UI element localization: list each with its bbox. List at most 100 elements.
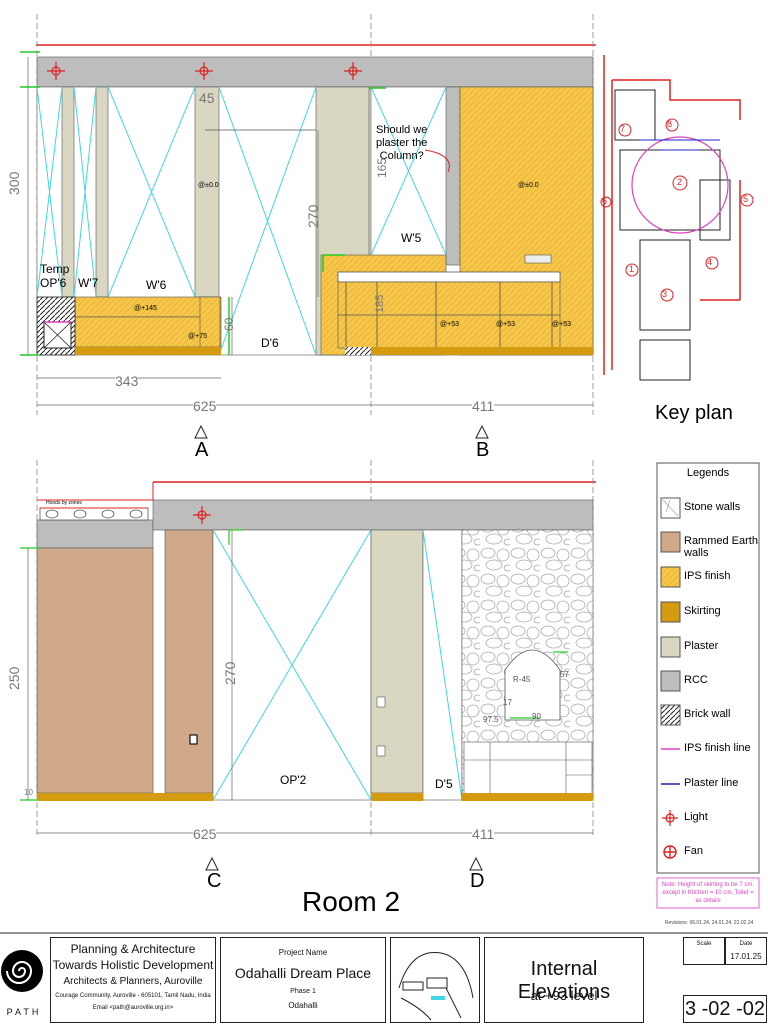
label-hoods: Hoods by zones: [46, 500, 82, 506]
note-plaster-column: Should we plaster the Column?: [376, 124, 428, 162]
legend-item-label: Fan: [684, 845, 703, 857]
legend-item-label: Plaster line: [684, 777, 739, 789]
legend-item-label: Plaster: [684, 640, 719, 652]
legend-item-label: IPS finish: [684, 570, 731, 582]
marker-a: A: [195, 439, 209, 461]
site-section-icon: [398, 951, 474, 1021]
elevation-top: [20, 14, 596, 415]
project-location: Odahalli: [288, 1001, 318, 1010]
project-label: Project Name: [278, 948, 328, 957]
label-w5: W'5: [401, 231, 422, 245]
dim-625: 625: [193, 826, 217, 842]
dim-45: 45: [199, 90, 215, 106]
project-phase: Phase 1: [290, 988, 316, 995]
project-name: Odahalli Dream Place: [234, 965, 372, 981]
date-cell: Date 17.01.25: [725, 937, 767, 965]
org-line3: Architects & Planners, Auroville: [63, 976, 203, 987]
project-block: Project Name Odahalli Dream Place Phase …: [220, 937, 386, 1023]
label-temp-op6: Temp OP'6: [40, 262, 70, 290]
spiral-logo-icon: [1, 950, 43, 992]
label-r45: R-45: [513, 675, 531, 684]
key-plan-room-number: 8: [667, 119, 673, 129]
dim-411: 411: [472, 826, 495, 842]
sheet-number-cell: 3 -02 -02: [683, 995, 767, 1023]
legend-item-label: Rammed Earth walls: [684, 535, 758, 559]
key-plan-room-number: 5: [743, 194, 749, 204]
dim-165: 165: [375, 157, 389, 178]
rcc-beam-top: [36, 56, 594, 88]
sheet-title: Room 2: [302, 886, 401, 917]
level-mark: @+75: [188, 333, 207, 340]
rammed-earth-wall-1: [36, 547, 154, 794]
label-90: 90: [532, 712, 541, 721]
key-plan: [600, 55, 754, 381]
legend-item-label: IPS finish line: [684, 742, 751, 754]
fan-icon: [663, 845, 677, 859]
label-w6: W'6: [146, 278, 167, 292]
dim-343: 343: [115, 373, 139, 389]
legend-item-label: RCC: [684, 674, 708, 686]
legend-item-label: Brick wall: [684, 708, 731, 720]
legend-box: [656, 462, 760, 909]
level-mark: @+53: [496, 321, 515, 328]
level-mark: @+145: [134, 305, 157, 312]
key-plan-room-number: 3: [662, 289, 668, 299]
key-plan-room-number: 1: [629, 264, 635, 274]
dim-411: 411: [472, 398, 495, 414]
label-17: 17: [503, 698, 512, 707]
elevation-bottom: [20, 460, 596, 835]
label-w7: W'7: [78, 276, 99, 290]
org-email: Email <path@auroville.org.in>: [92, 1005, 174, 1011]
dim-185: 185: [374, 294, 386, 313]
revisions: Revisions: 06.01.24, 24.01.24, 22.02.24: [665, 920, 754, 926]
label-d5: D'5: [435, 777, 453, 791]
org-block: Planning & Architecture Towards Holistic…: [50, 937, 216, 1023]
level-mark: @+53: [440, 321, 459, 328]
legend-item-label: Stone walls: [684, 501, 741, 513]
date-label: Date: [739, 941, 753, 947]
legend-note: Note: Height of skirting to be 7 cm. exc…: [661, 882, 755, 904]
scale-label: Scale: [696, 941, 712, 947]
path-logo: PATH: [0, 937, 48, 1023]
light-icon: [47, 62, 362, 80]
level-mark: @+53: [552, 321, 571, 328]
dim-270: 270: [305, 204, 321, 228]
legend-title: Legends: [686, 467, 730, 479]
label-op2: OP'2: [280, 773, 307, 787]
key-plan-room-number: 4: [707, 257, 713, 267]
dim-250: 250: [6, 666, 22, 690]
legend-item-label: Skirting: [684, 605, 721, 617]
key-plan-room-number: 2: [677, 177, 683, 187]
marker-c: C: [207, 870, 222, 892]
level-mark: @±0.0: [518, 182, 539, 189]
sheet-number: 3 -02 -02: [684, 998, 766, 1020]
drawing-title: Internal Elevations: [517, 958, 611, 1003]
label-975: 97.5: [483, 715, 499, 724]
dim-625: 625: [193, 398, 217, 414]
section-markers: [194, 424, 489, 871]
key-plan-title: Key plan: [655, 402, 733, 424]
logo-text: PATH: [6, 1007, 42, 1017]
label-d6: D'6: [261, 336, 279, 350]
drawing-title-block: Internal Elevations at +93 level: [484, 937, 644, 1023]
dim-270: 270: [222, 661, 238, 685]
dim-60: 60: [222, 317, 236, 331]
column-45: [194, 86, 220, 298]
light-icon: [662, 810, 678, 826]
marker-d: D: [470, 870, 485, 892]
org-line1: Planning & Architecture: [70, 942, 196, 956]
dim-300: 300: [6, 171, 22, 195]
site-sketch: [390, 937, 480, 1023]
scale-cell: Scale: [683, 937, 725, 965]
level-mark: @±0.0: [198, 182, 219, 189]
org-line2: Towards Holistic Development: [52, 958, 214, 972]
key-plan-room-number: 6: [602, 196, 608, 206]
key-plan-room-number: 7: [620, 124, 626, 134]
label-57: 57: [560, 670, 569, 679]
dim-10: 10: [24, 788, 33, 797]
date-value: 17.01.25: [730, 952, 762, 961]
marker-b: B: [476, 439, 490, 461]
org-address: Courage Community, Auroville - 605101, T…: [55, 993, 211, 999]
rammed-earth-wall-2: [164, 529, 214, 794]
